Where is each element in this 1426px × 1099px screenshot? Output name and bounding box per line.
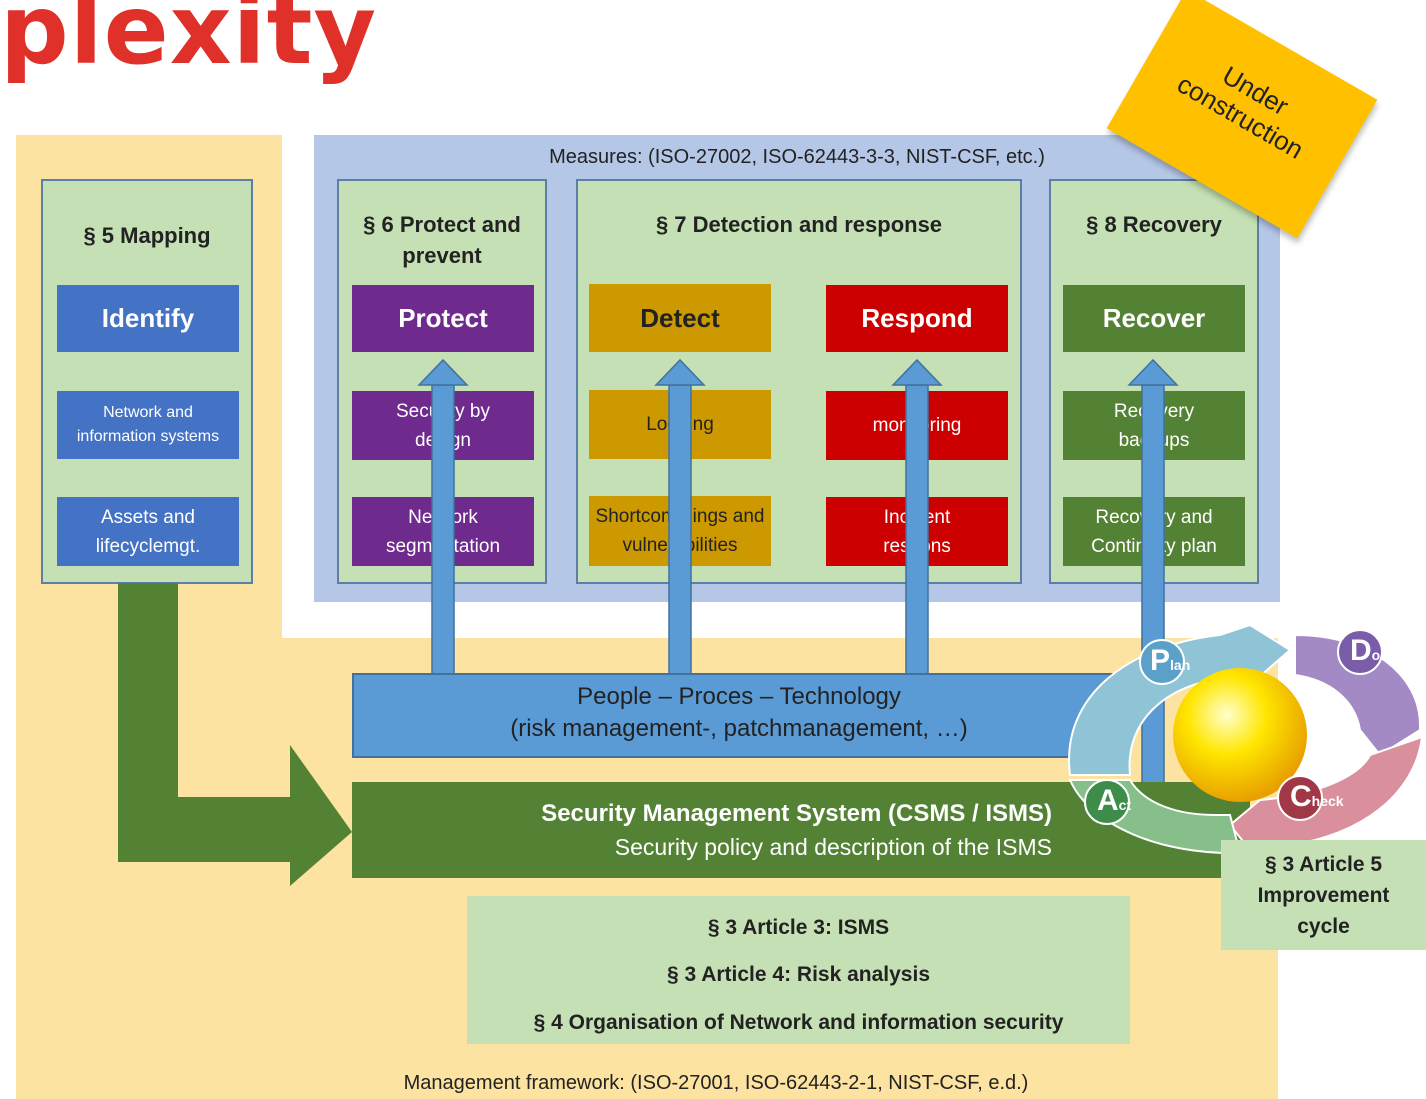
check-rest: heck — [1311, 793, 1344, 809]
identify-box: Identify — [57, 285, 239, 352]
detect-arrow — [654, 358, 706, 676]
mapping-header: § 5 Mapping — [83, 223, 211, 248]
pdca-plan-badge — [1139, 639, 1185, 685]
article-3: § 3 Article 3: ISMS — [707, 916, 890, 939]
sms-line-2: Security policy and description of the I… — [614, 834, 1052, 860]
act-rest: ct — [1118, 797, 1132, 813]
recovery-header: § 8 Recovery — [1086, 212, 1222, 237]
respond-arrow — [891, 358, 943, 676]
pdca-act-label: Act — [1097, 784, 1131, 818]
act-initial: A — [1097, 784, 1119, 817]
pdca-do-label: Do — [1350, 634, 1380, 668]
plan-initial: P — [1150, 644, 1171, 677]
framework-title: Management framework: (ISO-27001, ISO-62… — [403, 1072, 1029, 1094]
respond-box: Respond — [826, 285, 1008, 352]
do-initial: D — [1350, 634, 1372, 667]
pdca-plan-segment — [1068, 623, 1292, 776]
security-management-system-bar: Security Management System (CSMS / ISMS)… — [352, 782, 1250, 878]
articles-box: § 3 Article 3: ISMS § 3 Article 4: Risk … — [467, 896, 1130, 1044]
protect-header: § 6 Protect and prevent — [363, 212, 521, 268]
sms-line-1: Security Management System (CSMS / ISMS) — [541, 800, 1052, 827]
pdca-do-badge — [1337, 629, 1383, 675]
ppt-line-2: (risk management-, patchmanagement, …) — [510, 715, 968, 742]
recover-box: Recover — [1063, 285, 1245, 352]
pdca-check-label: Check — [1290, 780, 1344, 814]
people-process-technology-bar: People – Proces – Technology (risk manag… — [352, 673, 1126, 758]
protect-box: Protect — [352, 285, 534, 352]
article-4: § 3 Article 4: Risk analysis — [666, 963, 931, 986]
detect-box: Detect — [589, 284, 771, 352]
detection-header: § 7 Detection and response — [655, 212, 943, 237]
pdca-cycle — [1068, 623, 1424, 855]
article-organisation: § 4 Organisation of Network and informat… — [533, 1011, 1064, 1034]
plan-rest: lan — [1170, 657, 1191, 673]
pdca-plan-label: Plan — [1150, 644, 1190, 678]
ppt-line-1: People – Proces – Technology — [577, 683, 901, 710]
do-rest: o — [1371, 647, 1381, 663]
pdca-act-badge — [1084, 779, 1130, 825]
measures-title: Measures: (ISO-27002, ISO-62443-3-3, NIS… — [549, 146, 1045, 168]
check-initial: C — [1290, 780, 1312, 813]
network-systems-box: Network and information systems — [57, 391, 239, 459]
protect-arrow — [417, 358, 469, 676]
assets-box: Assets and lifecyclemgt. — [57, 497, 239, 566]
mapping-to-sms-arrow — [118, 583, 352, 886]
improvement-cycle-box: § 3 Article 5 Improvement cycle — [1221, 840, 1426, 950]
page-title: plexity — [0, 0, 378, 86]
pdca-check-badge — [1277, 775, 1323, 821]
pdca-sphere — [1173, 668, 1307, 802]
